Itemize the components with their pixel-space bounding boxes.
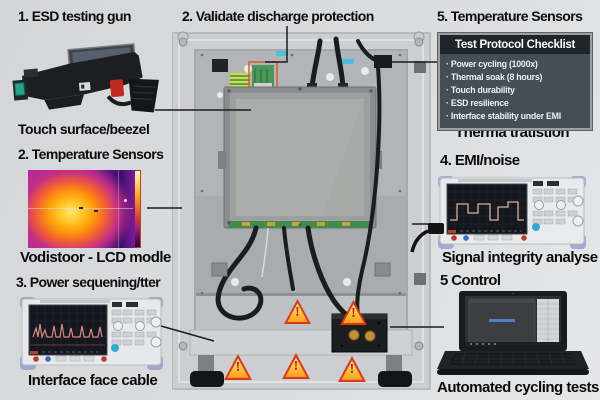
warning-exclamation: ! [351, 305, 356, 321]
checklist-title: Test Protocol Checklist [440, 35, 590, 54]
chamber-foot [378, 371, 412, 387]
oscilloscope-emi-photo [438, 176, 586, 249]
mount-bracket [374, 262, 391, 277]
foot-post [198, 355, 214, 371]
camera-module [212, 59, 228, 72]
temp-sensors-top-title: 5. Temperature Sensors [437, 8, 583, 24]
gold-connector [364, 330, 376, 342]
checklist-item: · Power cycling (1000x) [446, 59, 538, 69]
esd-gun-caption: Touch surface/beezel [18, 121, 150, 137]
warning-exclamation: ! [293, 359, 299, 375]
thermal-spot [124, 199, 127, 202]
checklist-item: · Interface stability under EMI [446, 111, 561, 121]
scope-waveform [450, 201, 524, 221]
scope-blue-knob [532, 223, 540, 231]
thermal-title: 2. Temperature Sensors [18, 146, 164, 162]
thermal-marker [94, 210, 98, 212]
test-chamber-photo [172, 31, 434, 395]
blue-tape [340, 59, 354, 64]
control-caption: Automated cycling tests [437, 379, 599, 396]
power-caption: Interface face cable [28, 372, 158, 389]
validate-title: 2. Validate discharge protection [182, 8, 374, 24]
warning-exclamation: ! [349, 362, 355, 378]
mount-bracket [211, 262, 228, 277]
foot-post [386, 355, 402, 371]
sensor-module [374, 55, 392, 68]
warning-exclamation: ! [235, 360, 241, 376]
hinge [414, 61, 426, 73]
checklist-item: · ESD resilience [446, 98, 509, 108]
thermal-image [28, 170, 141, 248]
blue-tape [276, 51, 288, 56]
hinge [414, 273, 426, 285]
warning-triangle: ! [284, 299, 311, 324]
power-title: 3. Power sequening/tter [16, 274, 161, 290]
checklist-item: · Touch durability [446, 85, 515, 95]
warning-triangle: ! [282, 353, 310, 379]
chamber-foot [190, 371, 224, 387]
gun-body [22, 51, 143, 101]
progress-bar [489, 319, 515, 322]
warning-triangle: ! [224, 354, 252, 380]
control-title: 5 Control [440, 272, 501, 289]
scope-screen [28, 304, 108, 356]
gold-connector [348, 329, 360, 341]
taskbar [465, 342, 561, 346]
oscilloscope-power-photo [20, 297, 163, 370]
esd-gun-title: 1. ESD testing gun [18, 8, 131, 24]
thermal-marker [79, 207, 83, 209]
esd-gun-photo [12, 43, 159, 113]
emi-title: 4. EMI/noise [440, 152, 520, 169]
scope-blue-knob [111, 344, 119, 352]
warning-exclamation: ! [295, 304, 300, 320]
scope-waveform [32, 323, 103, 340]
gun-grip [128, 78, 159, 113]
thermal-crosshair-v [118, 170, 119, 248]
control-laptop-photo [437, 291, 589, 375]
thermal-color-scale [135, 171, 140, 247]
checklist-items: · Power cycling (1000x) · Thermal soak (… [440, 54, 590, 128]
warning-triangle: ! [340, 300, 367, 325]
emi-caption: Signal integrity analyse [442, 249, 598, 266]
checklist-item: · Thermal soak (8 hours) [446, 72, 543, 82]
test-protocol-checklist: Test Protocol Checklist · Power cycling … [438, 33, 592, 130]
warning-triangle: ! [338, 356, 366, 382]
gun-trigger [109, 79, 125, 97]
thermal-caption: Vodistoor - LCD modle [20, 249, 171, 266]
